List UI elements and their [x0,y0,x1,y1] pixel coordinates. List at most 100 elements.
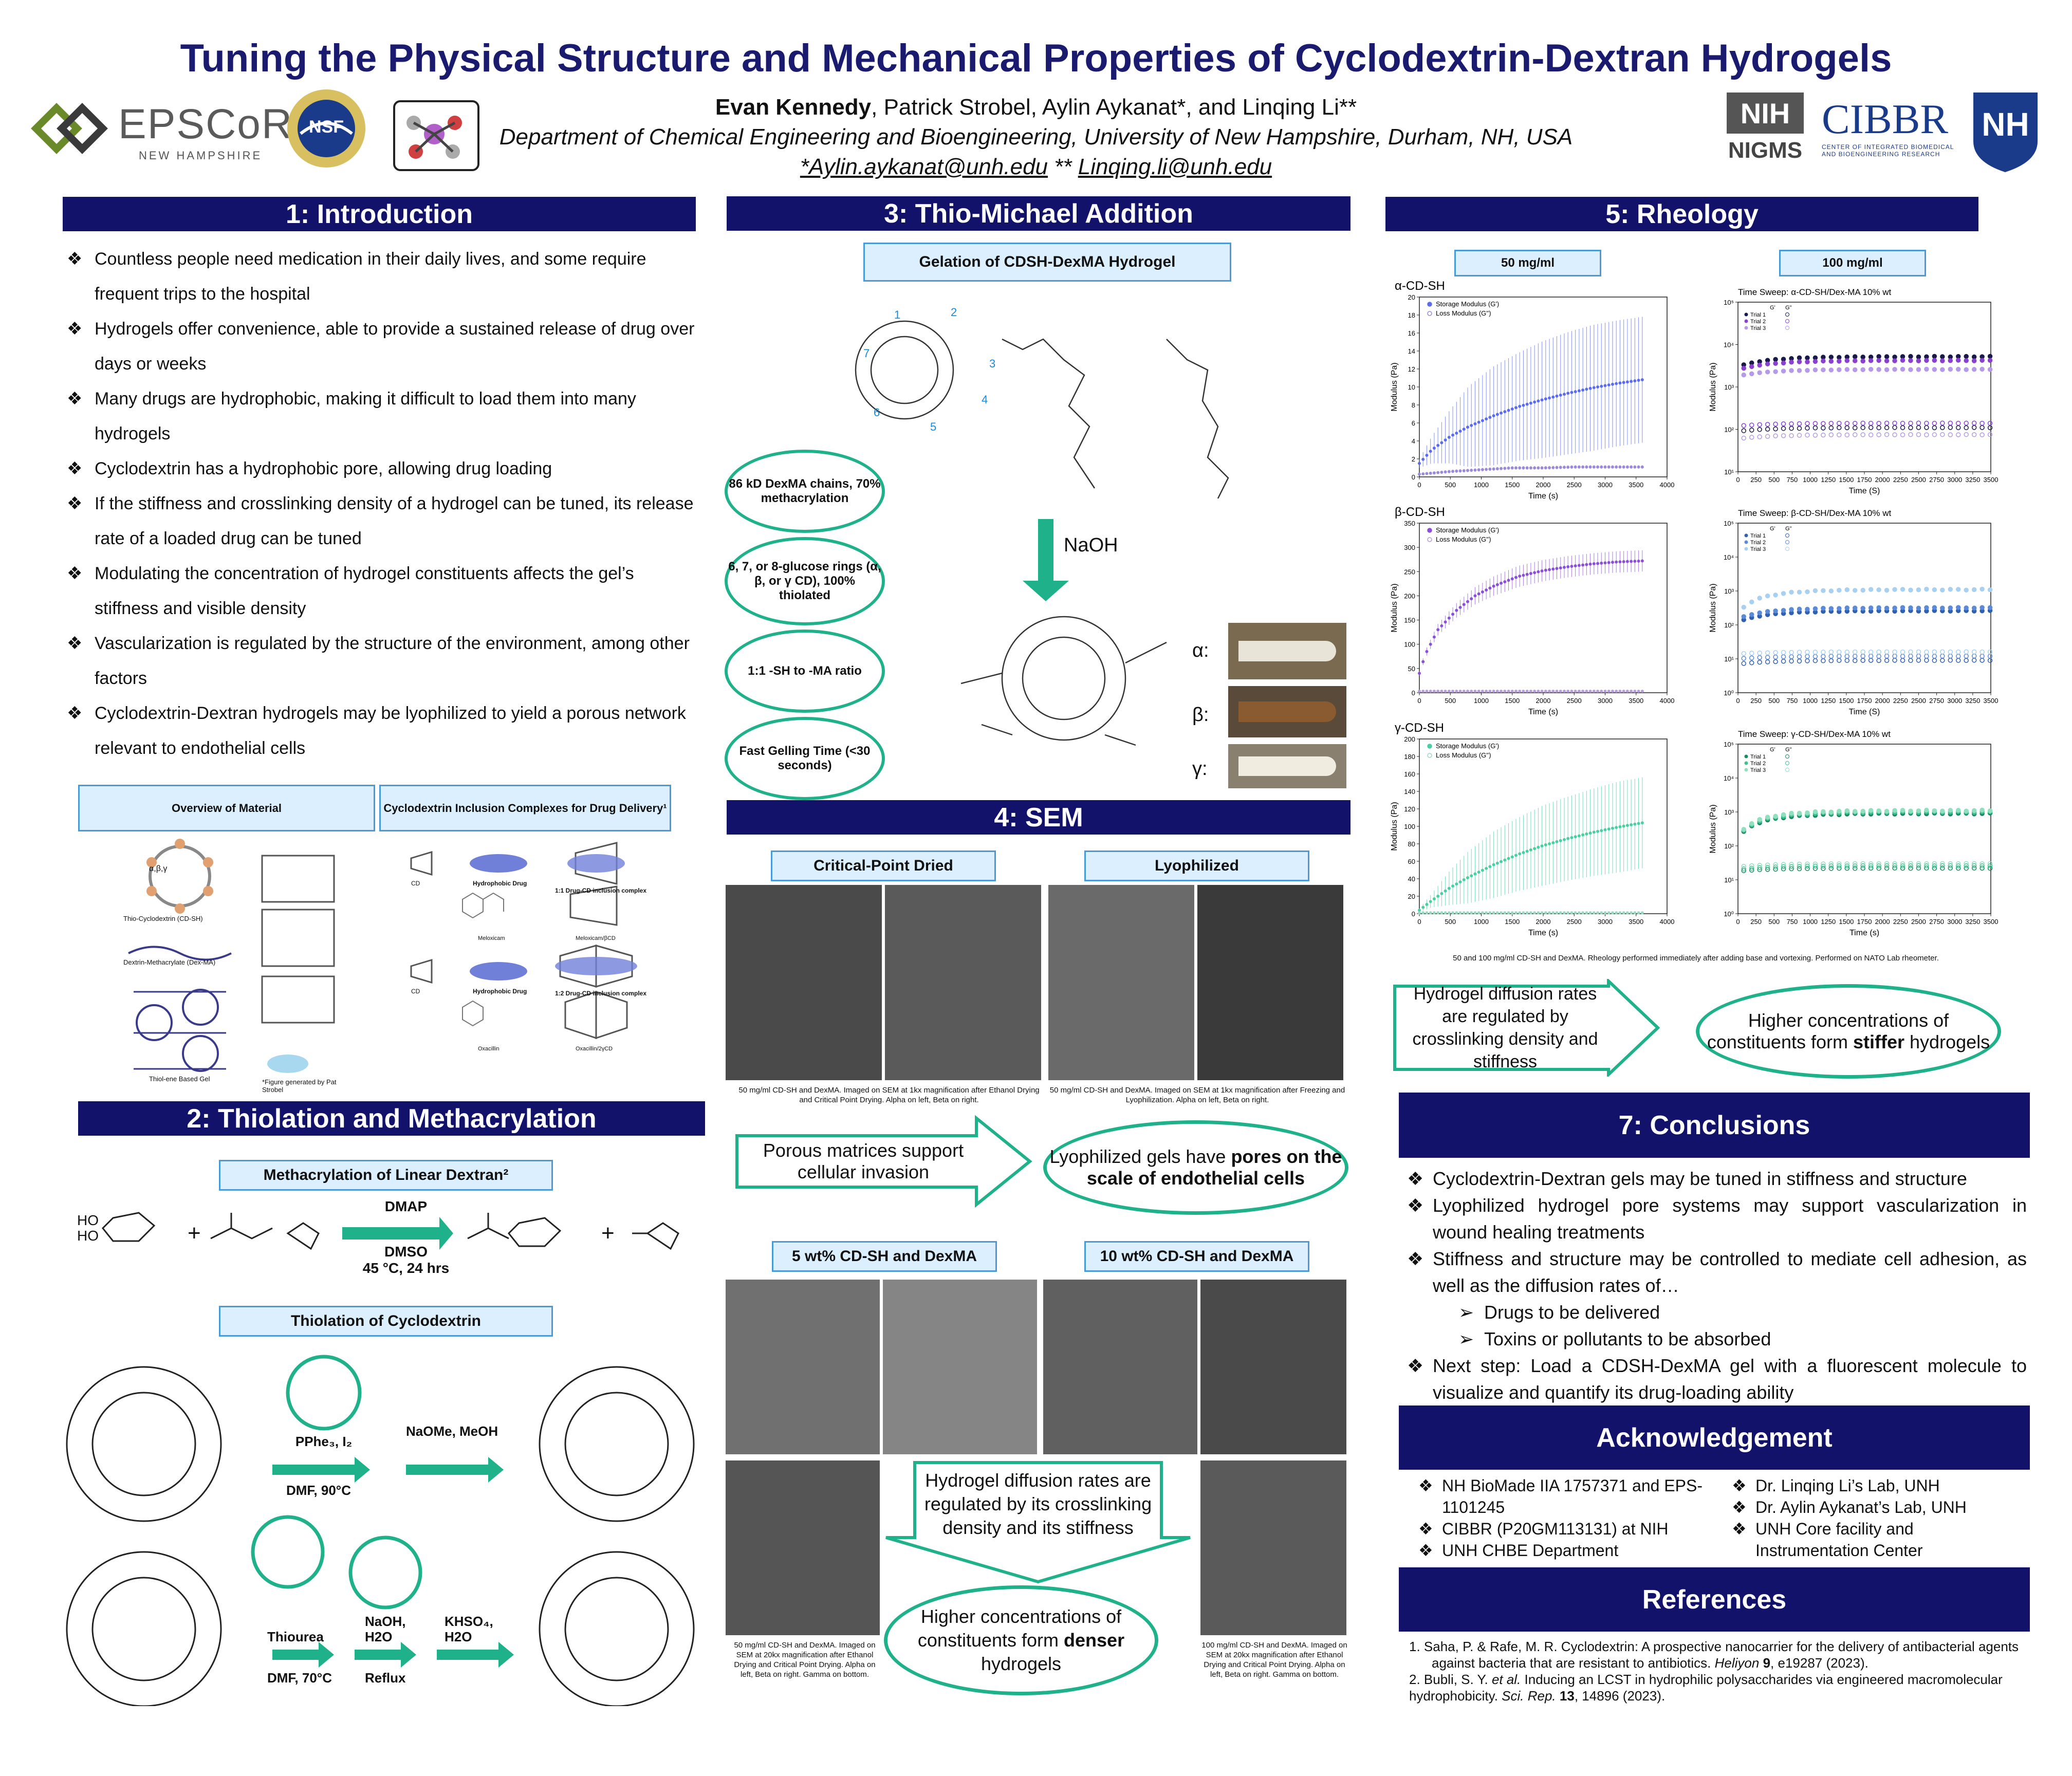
data-point [1821,421,1826,426]
data-point [1987,808,1993,813]
data-point [1470,690,1473,693]
x-tick-label: 0 [1736,476,1740,484]
email-aykanat[interactable]: *Aylin.aykanat@unh.edu [800,154,1048,179]
data-point [1908,420,1913,426]
data-point [1757,422,1762,428]
plus-1: + [188,1220,201,1246]
data-point [1812,359,1818,364]
data-point [1418,911,1421,915]
data-point [1585,911,1588,915]
data-point [1868,863,1874,868]
legend-label: Trial 2 [1750,761,1766,767]
data-point [1964,861,1969,866]
data-point [1773,866,1778,872]
data-point [1529,690,1532,693]
data-point [1607,465,1611,469]
sem-5wt-alpha [726,1280,880,1454]
email-li[interactable]: Linqing.li@unh.edu [1078,154,1272,179]
sem-cpd-alpha [726,885,882,1080]
data-point [1868,605,1874,610]
x-tick-label: 2750 [1929,476,1944,484]
legend-marker [1785,312,1789,317]
data-point [1507,409,1510,412]
x-axis-label: Time (s) [1849,929,1879,937]
data-point [1507,466,1510,470]
sem-10wt-gamma [1200,1460,1346,1635]
data-point [1514,690,1518,693]
data-point [1812,425,1818,431]
y-tick-label: 250 [1404,568,1415,576]
cibbr-sub1: CENTER OF INTEGRATED BIOMEDICAL [1822,143,1954,151]
data-point [1555,911,1559,915]
data-point [1603,690,1607,693]
data-point [1773,654,1778,660]
oval-denser-pre: Higher concentrations of constituents fo… [917,1606,1122,1651]
x-tick-label: 1500 [1839,918,1854,926]
data-point [1955,863,1961,868]
data-point [1551,567,1555,571]
data-point [1955,808,1961,813]
data-point [1971,420,1977,426]
data-point [1611,911,1614,915]
data-point [1765,659,1770,664]
data-point [1964,808,1969,813]
data-point [1781,426,1786,431]
data-point [1892,863,1897,868]
data-point [1451,884,1455,888]
data-point [1908,367,1913,372]
y-tick-label: 10⁰ [1724,910,1734,918]
x-tick-label: 1000 [1803,918,1818,926]
data-point [1955,654,1961,659]
chart-title: Time Sweep: α-CD-SH/Dex-MA 10% wt [1738,287,1892,297]
data-point [1562,911,1566,915]
data-point [1429,900,1432,903]
vial-beta-label: β: [1192,704,1209,726]
data-point [1797,355,1802,361]
data-point [1789,810,1794,816]
data-point [1630,465,1633,469]
data-point [1559,393,1562,397]
y-tick-label: 2 [1412,455,1415,463]
data-point [1892,653,1897,659]
data-point [1812,588,1818,594]
data-point [1932,658,1937,663]
data-point [1447,616,1451,620]
data-point [1860,425,1865,430]
cd-label-1: CD [411,880,420,887]
data-point [1852,809,1858,814]
data-point [1852,588,1858,593]
data-point [1592,690,1596,693]
data-point [1588,562,1592,566]
data-point [1948,649,1953,655]
y-tick-label: 100 [1404,823,1415,830]
data-point [1924,358,1929,363]
data-point [1551,841,1555,844]
data-point [1821,650,1826,655]
data-point [1537,690,1540,693]
data-point [1987,432,1993,437]
data-point [1588,690,1592,693]
data-point [1529,401,1532,405]
y-tick-label: 10⁵ [1724,299,1734,306]
data-point [1630,823,1633,827]
y-tick-label: 0 [1412,910,1415,918]
x-tick-label: 500 [1768,918,1780,926]
data-point [1585,387,1588,391]
ack-item: ❖CIBBR (P20GM113131) at NIH [1418,1520,1669,1538]
data-point [1837,359,1842,364]
conclusion-item: ❖Lyophilized hydrogel pore systems may s… [1407,1195,2027,1243]
data-point [1860,649,1865,655]
data-point [1916,653,1921,659]
data-point [1805,432,1810,438]
meth-conditions: 45 °C, 24 hrs [362,1260,450,1276]
data-point [1562,690,1566,693]
data-point [1805,425,1810,431]
data-point [1458,911,1462,915]
data-point [1488,586,1492,590]
y-tick-label: 200 [1404,592,1415,600]
data-point [1844,421,1850,426]
data-point [1821,432,1826,438]
ring-num-7: 7 [863,347,870,360]
data-point [1488,865,1492,868]
data-point [1492,911,1495,915]
